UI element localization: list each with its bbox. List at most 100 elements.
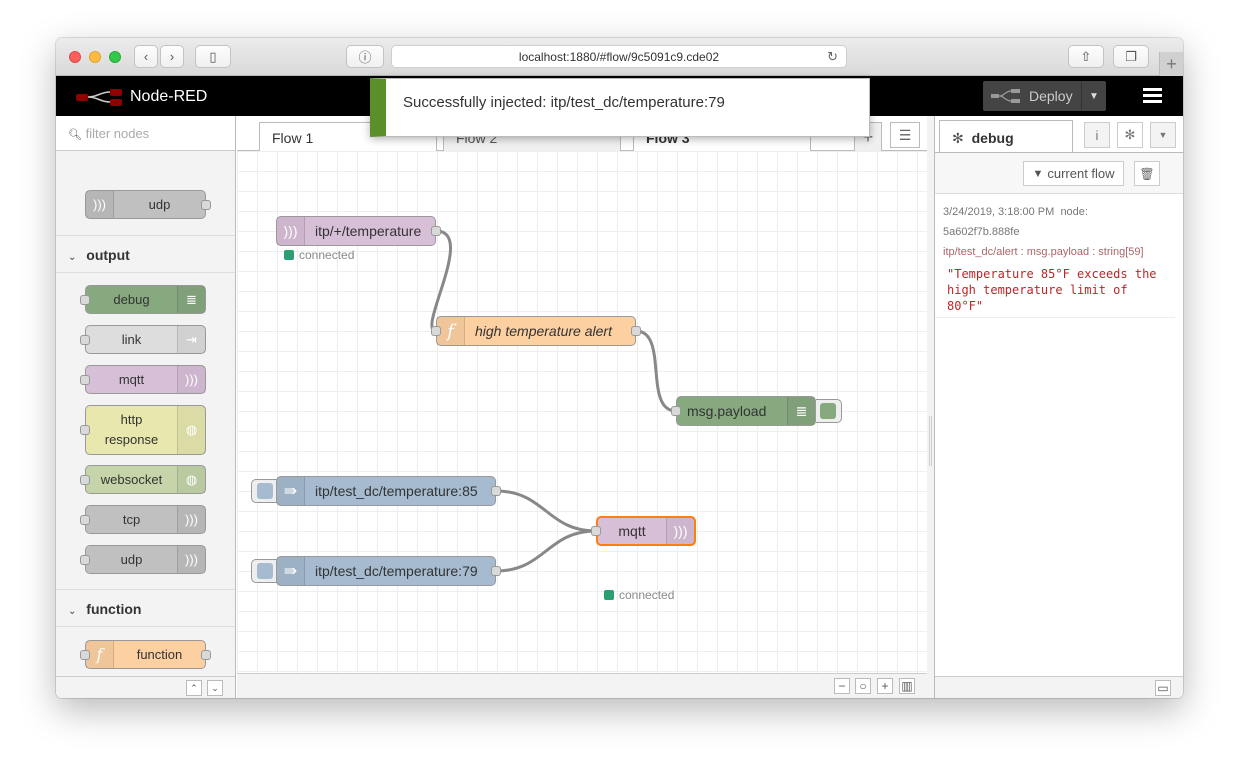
input-port[interactable] <box>80 475 90 485</box>
sidebar-tabs-menu-button[interactable]: ▼ <box>1150 122 1176 148</box>
new-tab-button[interactable]: + <box>1159 52 1183 76</box>
output-port[interactable] <box>491 566 501 576</box>
palette-node-http-response[interactable]: http response ◍ <box>80 405 206 455</box>
globe-icon: ◍ <box>177 406 205 454</box>
chevron-left-icon: ‹ <box>143 49 149 64</box>
debug-toolbar: ▼ current flow 🗑︎ <box>935 152 1183 194</box>
sidebar-resize-handle[interactable] <box>927 116 934 698</box>
zoom-out-button[interactable]: − <box>834 678 850 694</box>
input-port[interactable] <box>591 526 601 536</box>
mqtt-out-status: connected <box>604 588 674 602</box>
info-icon: i <box>1095 127 1099 143</box>
plus-icon: + <box>881 679 889 693</box>
tabs-overview-button[interactable]: ❐ <box>1113 45 1149 68</box>
palette-node-udp-top[interactable]: ))) udp <box>85 190 211 219</box>
output-port[interactable] <box>431 226 441 236</box>
list-icon: ☰ <box>898 126 912 143</box>
deploy-icon <box>991 89 1020 103</box>
plus-icon: + <box>1166 53 1177 74</box>
main-menu-icon[interactable] <box>1143 88 1162 104</box>
zoom-in-button[interactable]: + <box>877 678 893 694</box>
status-connected-icon <box>284 250 294 260</box>
circle-icon: ○ <box>859 679 867 693</box>
mqtt-in-node[interactable]: ))) itp/+/temperature <box>276 216 441 246</box>
palette-filter-input[interactable]: 🔍︎ filter nodes <box>56 116 235 151</box>
input-port[interactable] <box>80 375 90 385</box>
debug-tab-button[interactable]: ✻ <box>1117 122 1143 148</box>
mqtt-bridge-icon: ))) <box>666 518 694 544</box>
input-port[interactable] <box>671 406 681 416</box>
navigator-button[interactable]: ▥ <box>899 678 915 694</box>
minus-icon: − <box>838 679 846 693</box>
palette-node-debug[interactable]: debug ≣ <box>80 285 206 314</box>
mqtt-bridge-icon: ))) <box>277 217 305 245</box>
function-icon: f <box>86 641 114 668</box>
palette-node-tcp[interactable]: tcp ))) <box>80 505 206 534</box>
clear-debug-button[interactable]: 🗑︎ <box>1134 161 1160 186</box>
forward-button[interactable]: › <box>160 45 184 68</box>
share-button[interactable]: ⇧ <box>1068 45 1104 68</box>
input-port[interactable] <box>80 425 90 435</box>
input-port[interactable] <box>80 335 90 345</box>
palette-node-link[interactable]: link ⇥ <box>80 325 206 354</box>
share-icon: ⇧ <box>1080 48 1092 64</box>
debug-message-payload[interactable]: "Temperature 85°F exceeds the high tempe… <box>947 267 1157 313</box>
bridge-icon: ))) <box>177 506 205 533</box>
input-port[interactable] <box>80 295 90 305</box>
expand-all-icon[interactable]: ⌄ <box>207 680 223 696</box>
node-red-logo-icon <box>76 89 122 106</box>
flow-list-button[interactable]: ☰ <box>890 122 920 148</box>
bug-icon: ✻ <box>952 130 964 146</box>
function-node[interactable]: f high temperature alert <box>431 316 641 346</box>
zoom-reset-button[interactable]: ○ <box>855 678 871 694</box>
info-tab-button[interactable]: i <box>1084 122 1110 148</box>
info-circle-icon: ⓘ <box>358 50 372 65</box>
input-port[interactable] <box>431 326 441 336</box>
open-debug-window-button[interactable]: ▭ <box>1155 680 1171 696</box>
flow-workspace[interactable]: ))) itp/+/temperature connected f high t… <box>237 151 927 673</box>
input-port[interactable] <box>80 555 90 565</box>
category-output-header[interactable]: ⌄ output <box>56 235 235 273</box>
output-port[interactable] <box>201 200 211 210</box>
back-button[interactable]: ‹ <box>134 45 158 68</box>
input-port[interactable] <box>80 650 90 660</box>
palette-node-udp[interactable]: udp ))) <box>80 545 206 574</box>
monitor-icon: ▭ <box>1157 681 1169 695</box>
inject-79-node[interactable]: ⇛ itp/test_dc/temperature:79 <box>276 556 501 586</box>
deploy-label: Deploy <box>1029 88 1073 104</box>
palette-node-function[interactable]: f function <box>80 640 211 669</box>
debug-node[interactable]: msg.payload ≣ <box>671 396 816 426</box>
debug-node-id-link[interactable]: 5a602f7b.888fe <box>943 226 1020 238</box>
collapse-all-icon[interactable]: ⌃ <box>186 680 202 696</box>
debug-filter-button[interactable]: ▼ current flow <box>1023 161 1124 186</box>
url-text: localhost:1880/#flow/9c5091c9.cde02 <box>518 49 720 64</box>
output-port[interactable] <box>491 486 501 496</box>
deploy-button[interactable]: Deploy ▼ <box>983 81 1106 111</box>
output-port[interactable] <box>201 650 211 660</box>
reload-icon[interactable]: ↻ <box>827 49 838 64</box>
palette-node-mqtt[interactable]: mqtt ))) <box>80 365 206 394</box>
debug-toggle-button[interactable] <box>816 399 842 423</box>
address-bar[interactable]: localhost:1880/#flow/9c5091c9.cde02 ↻ <box>391 45 847 68</box>
minimize-window-button[interactable] <box>89 51 101 63</box>
deploy-options-caret-icon[interactable]: ▼ <box>1081 81 1106 111</box>
mqtt-out-node[interactable]: mqtt ))) <box>591 516 696 546</box>
sidebar-toggle-button[interactable]: ▯ <box>195 45 231 68</box>
mqtt-in-status: connected <box>284 248 354 262</box>
search-icon: 🔍︎ <box>68 129 82 141</box>
sidebar-icon: ▯ <box>209 48 217 64</box>
sidebar-footer: ▭ <box>935 676 1183 698</box>
category-function-header[interactable]: ⌄ function <box>56 589 235 627</box>
inject-notification[interactable]: Successfully injected: itp/test_dc/tempe… <box>370 78 870 137</box>
close-window-button[interactable] <box>69 51 81 63</box>
maximize-window-button[interactable] <box>109 51 121 63</box>
privacy-report-button[interactable]: ⓘ <box>346 45 384 68</box>
debug-list-icon: ≣ <box>787 397 815 425</box>
chevron-down-icon: ⌄ <box>68 252 77 263</box>
palette-node-websocket[interactable]: websocket ◍ <box>80 465 206 494</box>
output-port[interactable] <box>631 326 641 336</box>
mqtt-bridge-icon: ))) <box>177 366 205 393</box>
input-port[interactable] <box>80 515 90 525</box>
inject-85-node[interactable]: ⇛ itp/test_dc/temperature:85 <box>276 476 501 506</box>
tab-debug[interactable]: ✻ debug <box>939 120 1073 152</box>
